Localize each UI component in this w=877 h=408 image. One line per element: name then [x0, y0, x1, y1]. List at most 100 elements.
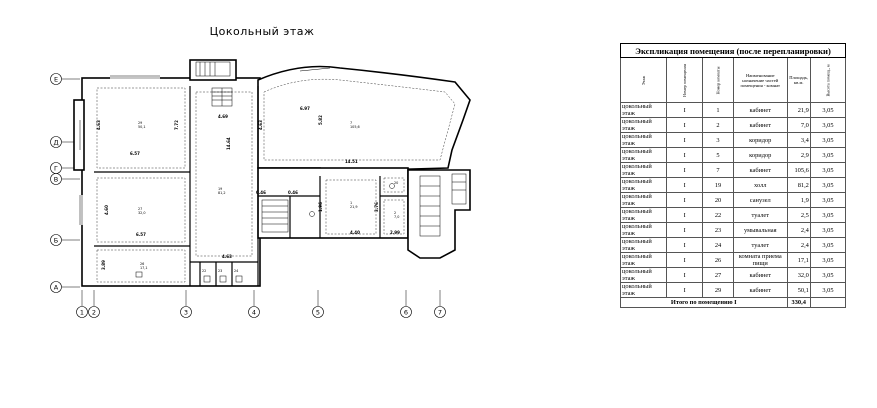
axis-label-2: 2	[92, 309, 96, 317]
cell-floor: цокольный этаж	[619, 282, 668, 298]
cell-premises: I	[666, 207, 704, 223]
axis-marker-B	[50, 234, 62, 246]
header-height: Высота помещ., м	[825, 63, 831, 97]
cell-name: коридор	[732, 132, 788, 148]
axis-label-3: 3	[184, 309, 188, 317]
cell-name: коридор	[732, 147, 788, 163]
cell-premises: I	[666, 102, 704, 118]
cell-height: 3,05	[809, 132, 847, 148]
cell-name: туалет	[732, 207, 788, 223]
cell-area: 2,9	[786, 147, 811, 163]
windows	[79, 67, 331, 225]
axis-marker-D	[50, 136, 62, 148]
cell-height: 3,05	[809, 177, 847, 193]
axis-marker-6	[400, 306, 412, 318]
axis-marker-7	[434, 306, 446, 318]
cell-room: 20	[702, 192, 734, 208]
axis-marker-2	[88, 306, 100, 318]
total-empty	[809, 297, 847, 308]
cell-floor: цокольный этаж	[619, 222, 668, 238]
cell-height: 3,05	[809, 252, 847, 268]
axis-label-5: 5	[316, 309, 320, 317]
cell-room: 1	[702, 102, 734, 118]
cell-floor: цокольный этаж	[619, 147, 668, 163]
cell-name: кабинет	[732, 162, 788, 178]
axis-label-4: 4	[252, 309, 256, 317]
axis-label-7: 7	[438, 309, 442, 317]
axis-marker-A	[50, 281, 62, 293]
dim-d10: 4.63	[222, 254, 232, 259]
cell-height: 3,05	[809, 237, 847, 253]
header-room-number: Номер комнаты	[715, 66, 721, 94]
dim-d7: 3.89	[101, 260, 106, 270]
cell-name: кабинет	[732, 117, 788, 133]
cell-room: 26	[702, 252, 734, 268]
cell-height: 3,05	[809, 102, 847, 118]
cell-name: кабинет	[732, 102, 788, 118]
dim-d18: 1.96	[318, 202, 323, 212]
floor-plan: Цокольный этаж Е Д Г В Б А 1 2 3 4	[50, 25, 471, 318]
dim-d16: 4.40	[350, 230, 360, 235]
cell-area: 3,4	[786, 132, 811, 148]
cell-height: 3,05	[809, 207, 847, 223]
axis-label-1: 1	[80, 309, 84, 317]
dim-d3: 4.69	[218, 114, 228, 119]
cell-floor: цокольный этаж	[619, 267, 668, 283]
room-label-22: 22	[202, 269, 206, 273]
axis-label-B: Б	[54, 237, 58, 245]
cell-premises: I	[666, 267, 704, 283]
dim-d19: 3.76	[374, 202, 379, 212]
header-area: Площадь, кв.м.	[786, 57, 811, 103]
header-floor: Этаж	[641, 75, 647, 85]
axis-marker-4	[248, 306, 260, 318]
cell-area: 81,2	[786, 177, 811, 193]
sanitary-fixtures	[135, 183, 395, 283]
axis-marker-3	[180, 306, 192, 318]
cell-room: 29	[702, 282, 734, 298]
cell-premises: I	[666, 222, 704, 238]
cell-floor: цокольный этаж	[619, 117, 668, 133]
room-label-23: 23	[218, 269, 222, 273]
cell-room: 22	[702, 207, 734, 223]
explication-table: Экспликация помещения (после перепланиро…	[619, 43, 847, 308]
cell-height: 3,05	[809, 282, 847, 298]
header-premises-number: Номер помещения	[682, 63, 688, 97]
total-value: 330,4	[786, 297, 811, 308]
cell-room: 19	[702, 177, 734, 193]
dim-d17: 2.99	[390, 230, 400, 235]
dim-d5: 4.60	[104, 205, 109, 215]
outer-walls	[73, 59, 471, 287]
cell-area: 50,1	[786, 282, 811, 298]
dim-d12: 14.51	[345, 159, 358, 164]
axis-marker-1	[76, 306, 88, 318]
cell-premises: I	[666, 132, 704, 148]
cell-area: 2,4	[786, 222, 811, 238]
dim-d6: 6.57	[136, 232, 146, 237]
dim-d1: 6.57	[130, 151, 140, 156]
cell-height: 3,05	[809, 117, 847, 133]
cell-height: 3,05	[809, 267, 847, 283]
cell-premises: I	[666, 117, 704, 133]
cell-name: кабинет	[732, 267, 788, 283]
dim-d15: 0.46	[288, 190, 298, 195]
axis-label-V: В	[54, 176, 58, 184]
cell-premises: I	[666, 147, 704, 163]
cell-premises: I	[666, 177, 704, 193]
stairs	[195, 61, 467, 237]
cell-height: 3,05	[809, 147, 847, 163]
cell-premises: I	[666, 162, 704, 178]
axis-label-A: А	[54, 284, 59, 292]
cell-area: 1,9	[786, 192, 811, 208]
